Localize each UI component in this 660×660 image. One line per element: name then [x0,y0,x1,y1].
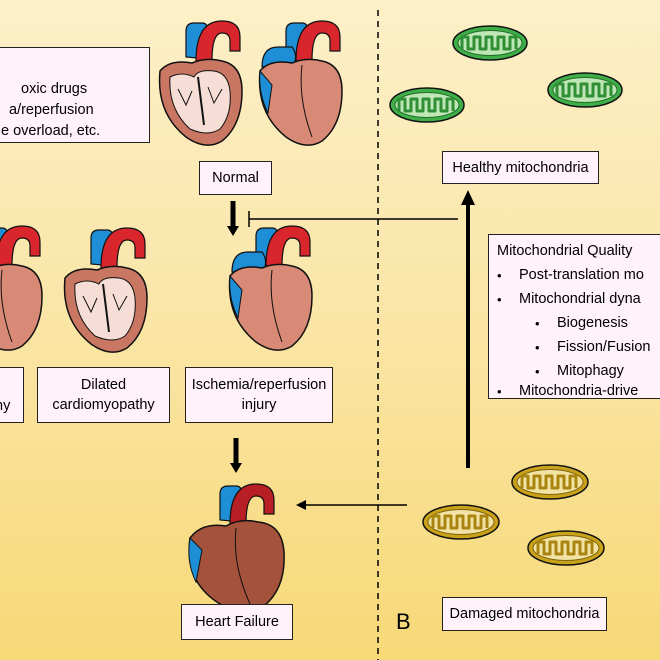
quality-item-mito-driven: Mitochondria-drive [519,383,639,399]
causes-box: oxic drugs a/reperfusion e overload, etc… [0,47,150,143]
bullet-icon: • [497,384,502,399]
ischemia-label: Ischemia/reperfusion injury [185,367,333,423]
left-cut-label-box: hy [0,367,24,423]
quality-item-biogenesis: Biogenesis [557,315,628,331]
quality-control-box: Mitochondrial Quality • Post-translation… [488,234,660,399]
mito-damaged-1 [510,463,590,501]
quality-item-dynamics: Mitochondrial dyna [519,291,641,307]
quality-item-fission-fusion: Fission/Fusion [557,339,651,355]
bullet-icon: • [535,340,540,355]
dilated-label: Dilated cardiomyopathy [37,367,170,423]
normal-label: Normal [199,161,272,195]
heart-section-normal [158,20,243,147]
healthy-mitochondria-label: Healthy mitochondria [442,151,599,184]
bullet-icon: • [497,292,502,307]
heart-cut-left [0,225,43,351]
bullet-icon: • [497,268,502,283]
bullet-icon: • [535,364,540,379]
quality-item-mitophagy: Mitophagy [557,363,624,379]
mito-damaged-2 [421,503,501,541]
mito-healthy-3 [546,71,624,109]
cause-line-2: a/reperfusion [9,102,94,118]
heart-dilated [63,227,148,354]
heart-failure-label: Heart Failure [181,604,293,640]
mito-damaged-3 [526,529,606,567]
panel-label-b: B [396,609,411,634]
quality-item-ptm: Post-translation mo [519,267,644,283]
cause-line-3: e overload, etc. [1,123,101,139]
mito-healthy-1 [451,24,529,62]
heart-ischemia [228,225,313,351]
quality-title: Mitochondrial Quality [497,243,633,259]
heart-failing [188,483,285,613]
bullet-icon: • [535,316,540,331]
left-cut-label: hy [0,398,11,414]
mito-healthy-2 [388,86,466,124]
damaged-mitochondria-label: Damaged mitochondria [442,597,607,631]
heart-normal [258,20,343,146]
cause-line-1: oxic drugs [21,81,88,97]
